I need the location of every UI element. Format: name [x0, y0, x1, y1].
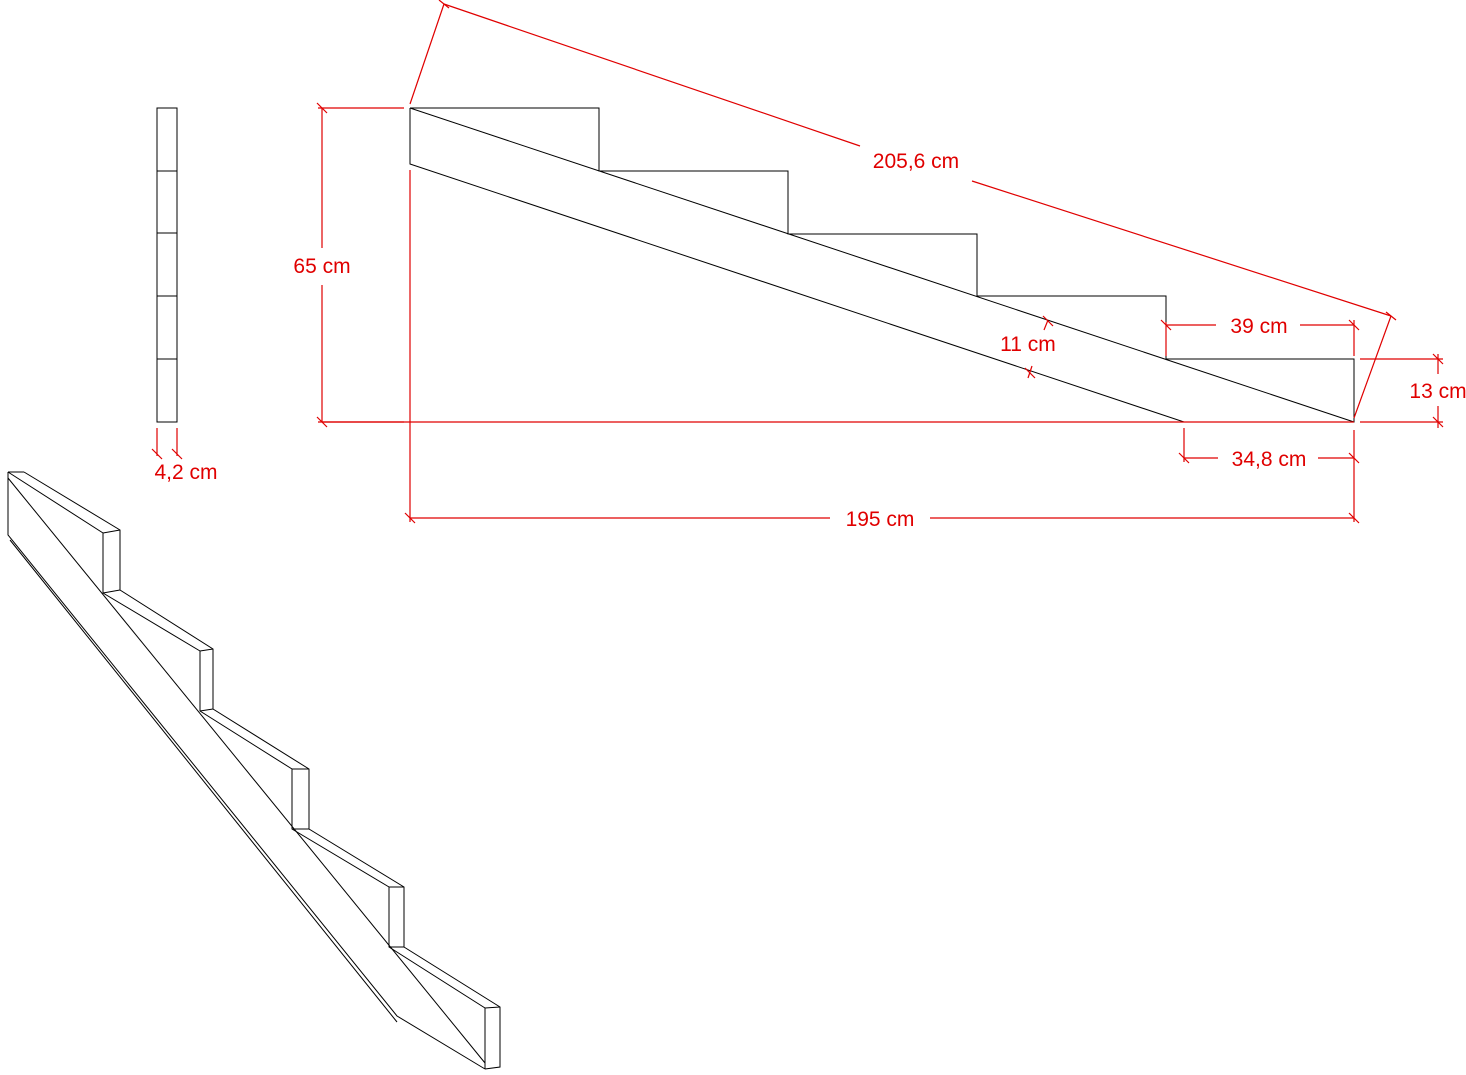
- label-board-depth: 11 cm: [1000, 333, 1056, 356]
- label-diagonal-length: 205,6 cm: [873, 150, 959, 173]
- label-step-height: 13 cm: [1409, 380, 1466, 403]
- label-total-height: 65 cm: [293, 255, 350, 278]
- label-end-cut: 34,8 cm: [1232, 448, 1307, 471]
- stringer-isometric-view: [7, 471, 501, 1070]
- label-tread-depth: 39 cm: [1230, 315, 1287, 338]
- label-board-thickness: 4,2 cm: [154, 461, 217, 484]
- label-total-run: 195 cm: [846, 508, 915, 531]
- stringer-edge-view: [156, 107, 178, 423]
- dimension-lines: [151, 0, 1444, 524]
- dimension-labels: 205,6 cm 65 cm 11 cm 39 cm 13 cm 34,8 cm…: [154, 150, 1466, 531]
